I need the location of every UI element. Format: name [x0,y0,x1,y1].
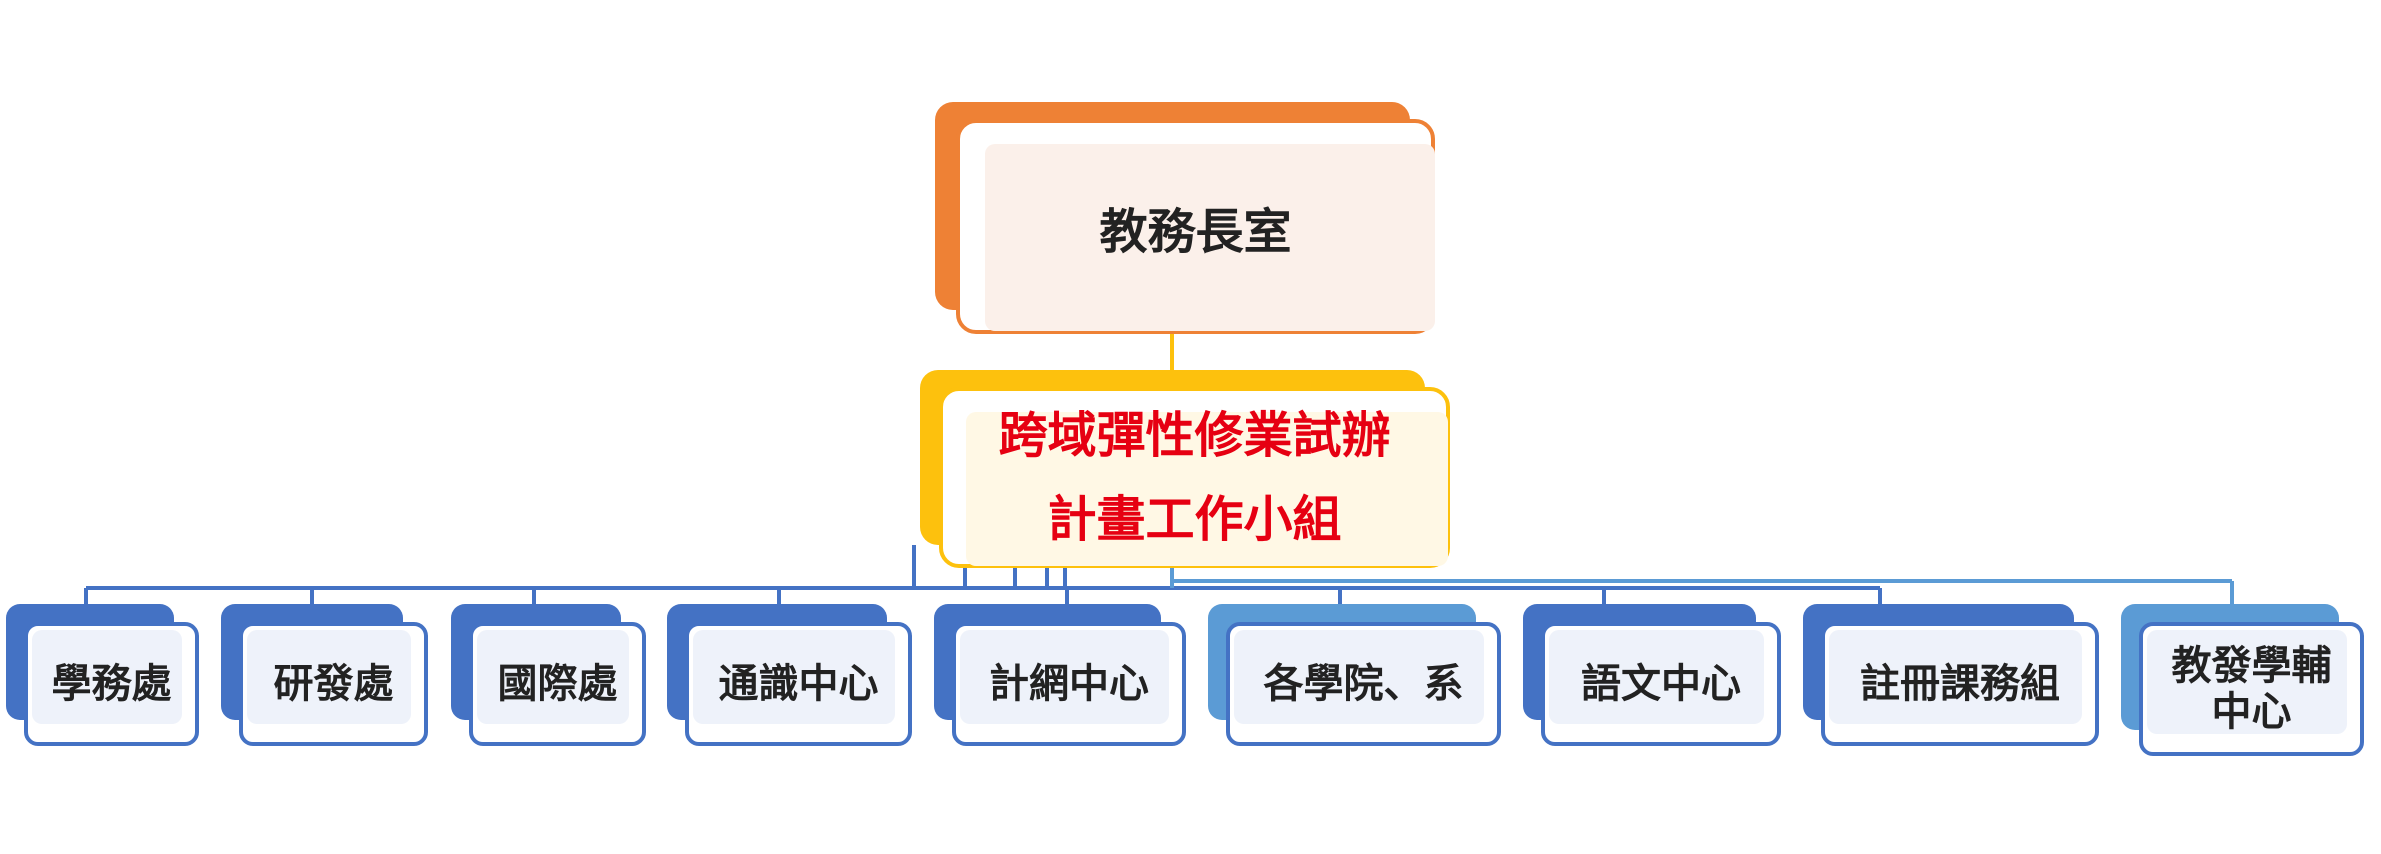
node-research: 研發處 [221,604,428,746]
node-label: 學務處 [51,661,172,707]
node-working-group: 跨域彈性修業試辦 計畫工作小組 [920,370,1450,568]
node-label: 通識中心 [718,661,879,707]
node-label-line1: 教發學輔 [2171,643,2332,689]
node-box: 跨域彈性修業試辦 計畫工作小組 [939,387,1450,568]
node-box: 研發處 [239,622,428,746]
node-label: 語文中心 [1581,661,1741,707]
node-label-line2: 中心 [2211,689,2292,735]
node-label: 教務長室 [1099,203,1292,260]
node-colleges: 各學院、系 [1208,604,1501,746]
node-label-line1: 跨域彈性修業試辦 [998,406,1391,464]
node-international: 國際處 [451,604,646,746]
node-label: 教發學輔 中心 [2172,643,2332,735]
node-label: 註冊課務組 [1860,661,2060,707]
node-box: 計網中心 [952,622,1186,746]
node-student-affairs: 學務處 [6,604,199,746]
node-box: 各學院、系 [1226,622,1501,746]
node-box: 學務處 [24,622,199,746]
node-label: 跨域彈性修業試辦 計畫工作小組 [960,394,1430,562]
node-general-education: 通識中心 [667,604,912,746]
node-box: 國際處 [469,622,646,746]
node-label: 國際處 [497,661,618,707]
node-box: 通識中心 [685,622,912,746]
node-language-center: 語文中心 [1523,604,1781,746]
node-label-line2: 計畫工作小組 [1047,490,1342,548]
node-computer-network: 計網中心 [934,604,1186,746]
node-teaching-development: 教發學輔 中心 [2121,604,2364,756]
node-box: 教發學輔 中心 [2139,622,2364,756]
node-box: 教務長室 [956,119,1435,334]
node-label: 研發處 [273,661,394,707]
node-dean-office: 教務長室 [935,102,1435,334]
node-box: 語文中心 [1541,622,1781,746]
node-box: 註冊課務組 [1821,622,2099,746]
node-registration: 註冊課務組 [1803,604,2099,746]
node-label: 計網中心 [989,661,1149,707]
node-label: 各學院、系 [1263,661,1464,707]
